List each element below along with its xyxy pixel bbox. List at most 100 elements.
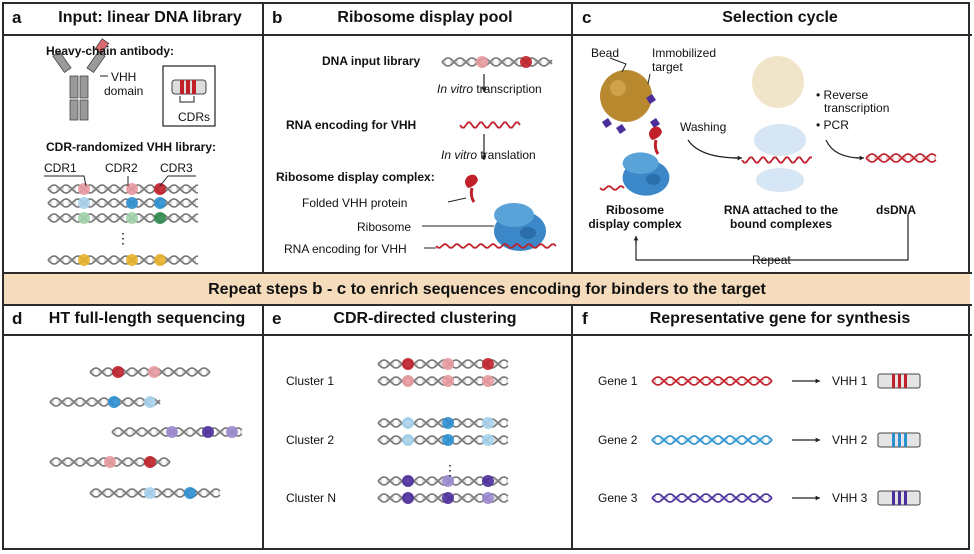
cluster-2-seq-b-marker [402, 434, 414, 446]
library-dna-3-marker [126, 212, 138, 224]
immobilized-target [650, 118, 660, 128]
immobilized-target [646, 94, 656, 104]
repeat-label: Repeat [752, 253, 791, 267]
ribosome-c-small-subunit [622, 152, 659, 174]
folded-label: Folded VHH protein [302, 196, 408, 210]
domain-label: domain [104, 84, 144, 98]
library-dna-1-strand-b [47, 184, 199, 194]
bead [600, 70, 652, 122]
arrow-washing-head [737, 155, 742, 161]
bead-pointer [609, 57, 627, 73]
panel-c-letter: c [582, 8, 592, 27]
input-dna-strand-a [441, 57, 553, 67]
antibody-heavy-chain-right [79, 75, 89, 99]
panel-a-title: Input: linear DNA library [58, 9, 242, 26]
ribosome-c-groove [646, 174, 661, 185]
panel-e-letter: e [272, 309, 282, 328]
gene-3-helix-strand-b [651, 493, 773, 503]
cluster-n-label: Cluster N [286, 491, 337, 505]
sequencing-read-1-marker [148, 366, 160, 378]
antibody-arm-left [52, 50, 72, 74]
library-dna-2-marker [126, 197, 138, 209]
bead-faded [752, 56, 804, 108]
gene-3-arrow-head [815, 495, 820, 501]
cdr3-label: CDR3 [160, 161, 193, 175]
library-dna-4-marker [126, 254, 138, 266]
cdr-stripe [186, 80, 190, 94]
dsdna-caption: dsDNA [875, 203, 916, 217]
vhh-label: VHH [111, 70, 137, 84]
cluster-3-seq-a-marker [402, 475, 414, 487]
library-dna-1-marker [154, 183, 166, 195]
library-dna-2-marker [154, 197, 166, 209]
vhh-1-cdr [892, 374, 895, 388]
library-label: CDR-randomized VHH library: [46, 140, 217, 154]
antibody-fc-right [79, 99, 89, 121]
cluster-dots: ⋮ [443, 462, 457, 478]
panel-b-title: Ribosome display pool [337, 9, 513, 26]
cdr1-leader [44, 175, 87, 187]
repeat-banner-text: Repeat steps b - c to enrich sequences e… [208, 279, 766, 298]
sequencing-read-3-strand-b [111, 427, 243, 437]
library-dna-3-strand-a [47, 213, 199, 223]
vhh-3-cdr [904, 491, 907, 505]
cdr1-label: CDR1 [44, 161, 77, 175]
target-pointer [647, 73, 651, 85]
cluster-3-seq-b-marker [482, 492, 494, 504]
sequencing-read-1-marker [112, 366, 124, 378]
cdr3-leader [159, 175, 196, 187]
dna-input-label: DNA input library [322, 54, 421, 68]
cluster-3-seq-a-marker [482, 475, 494, 487]
divider-b-c [571, 2, 573, 274]
cluster-3-seq-a-marker [442, 475, 454, 487]
sequencing-read-2-marker [108, 396, 120, 408]
panel-a-letter: a [12, 8, 22, 27]
vhh-2-cdr [898, 433, 901, 447]
heavy-chain-label: Heavy-chain antibody: [46, 44, 175, 58]
rna-strand [459, 121, 521, 129]
library-dna-3-marker [154, 212, 166, 224]
cdr2-label: CDR2 [105, 161, 138, 175]
target-label-1: Immobilized [652, 46, 717, 60]
cluster-2-seq-a-marker [442, 417, 454, 429]
library-dna-3-strand-b [47, 213, 199, 223]
library-dna-1-marker [126, 183, 138, 195]
panel-c-title: Selection cycle [722, 9, 838, 26]
gene-3-label: Gene 3 [598, 491, 638, 505]
arrow-transcription-head [481, 87, 487, 92]
sequencing-read-4-marker [104, 456, 116, 468]
cluster-2-seq-a-marker [482, 417, 494, 429]
arrow-repeat-head [633, 236, 639, 241]
divider-d-e [262, 304, 264, 550]
gene-2-arrow-head [815, 437, 820, 443]
vhh-1-cdr [898, 374, 901, 388]
library-dna-4-marker [154, 254, 166, 266]
repeat-banner [4, 274, 970, 304]
input-dna-marker [520, 56, 532, 68]
library-dna-4-strand-a [47, 255, 199, 265]
panel-f-title: Representative gene for synthesis [649, 310, 911, 327]
vhh-2-cdr [892, 433, 895, 447]
library-dna-2-marker [78, 197, 90, 209]
gene-2-helix-strand-b [651, 435, 773, 445]
cluster-1-seq-b-marker [442, 375, 454, 387]
gene-1-helix-strand-b [651, 376, 773, 386]
cluster-1-label: Cluster 1 [286, 374, 335, 388]
ribosome-faded-2 [756, 168, 804, 192]
library-dna-1-marker [78, 183, 90, 195]
rt-label-2: transcription [824, 101, 890, 115]
vhh-3-label: VHH 3 [832, 491, 868, 505]
sequencing-read-3-marker [226, 426, 238, 438]
cluster-1-seq-b-marker [482, 375, 494, 387]
rna-bound-c [741, 156, 812, 164]
rna-complex-b [435, 243, 557, 249]
sequencing-read-5-marker [184, 487, 196, 499]
sequencing-read-2-strand-a [49, 397, 161, 407]
repeat-loop [635, 214, 909, 261]
cluster-2-seq-b-marker [442, 434, 454, 446]
washing-label: Washing [680, 120, 727, 134]
library-dna-4-strand-b [47, 255, 199, 265]
cdrs-label: CDRs [178, 110, 210, 124]
